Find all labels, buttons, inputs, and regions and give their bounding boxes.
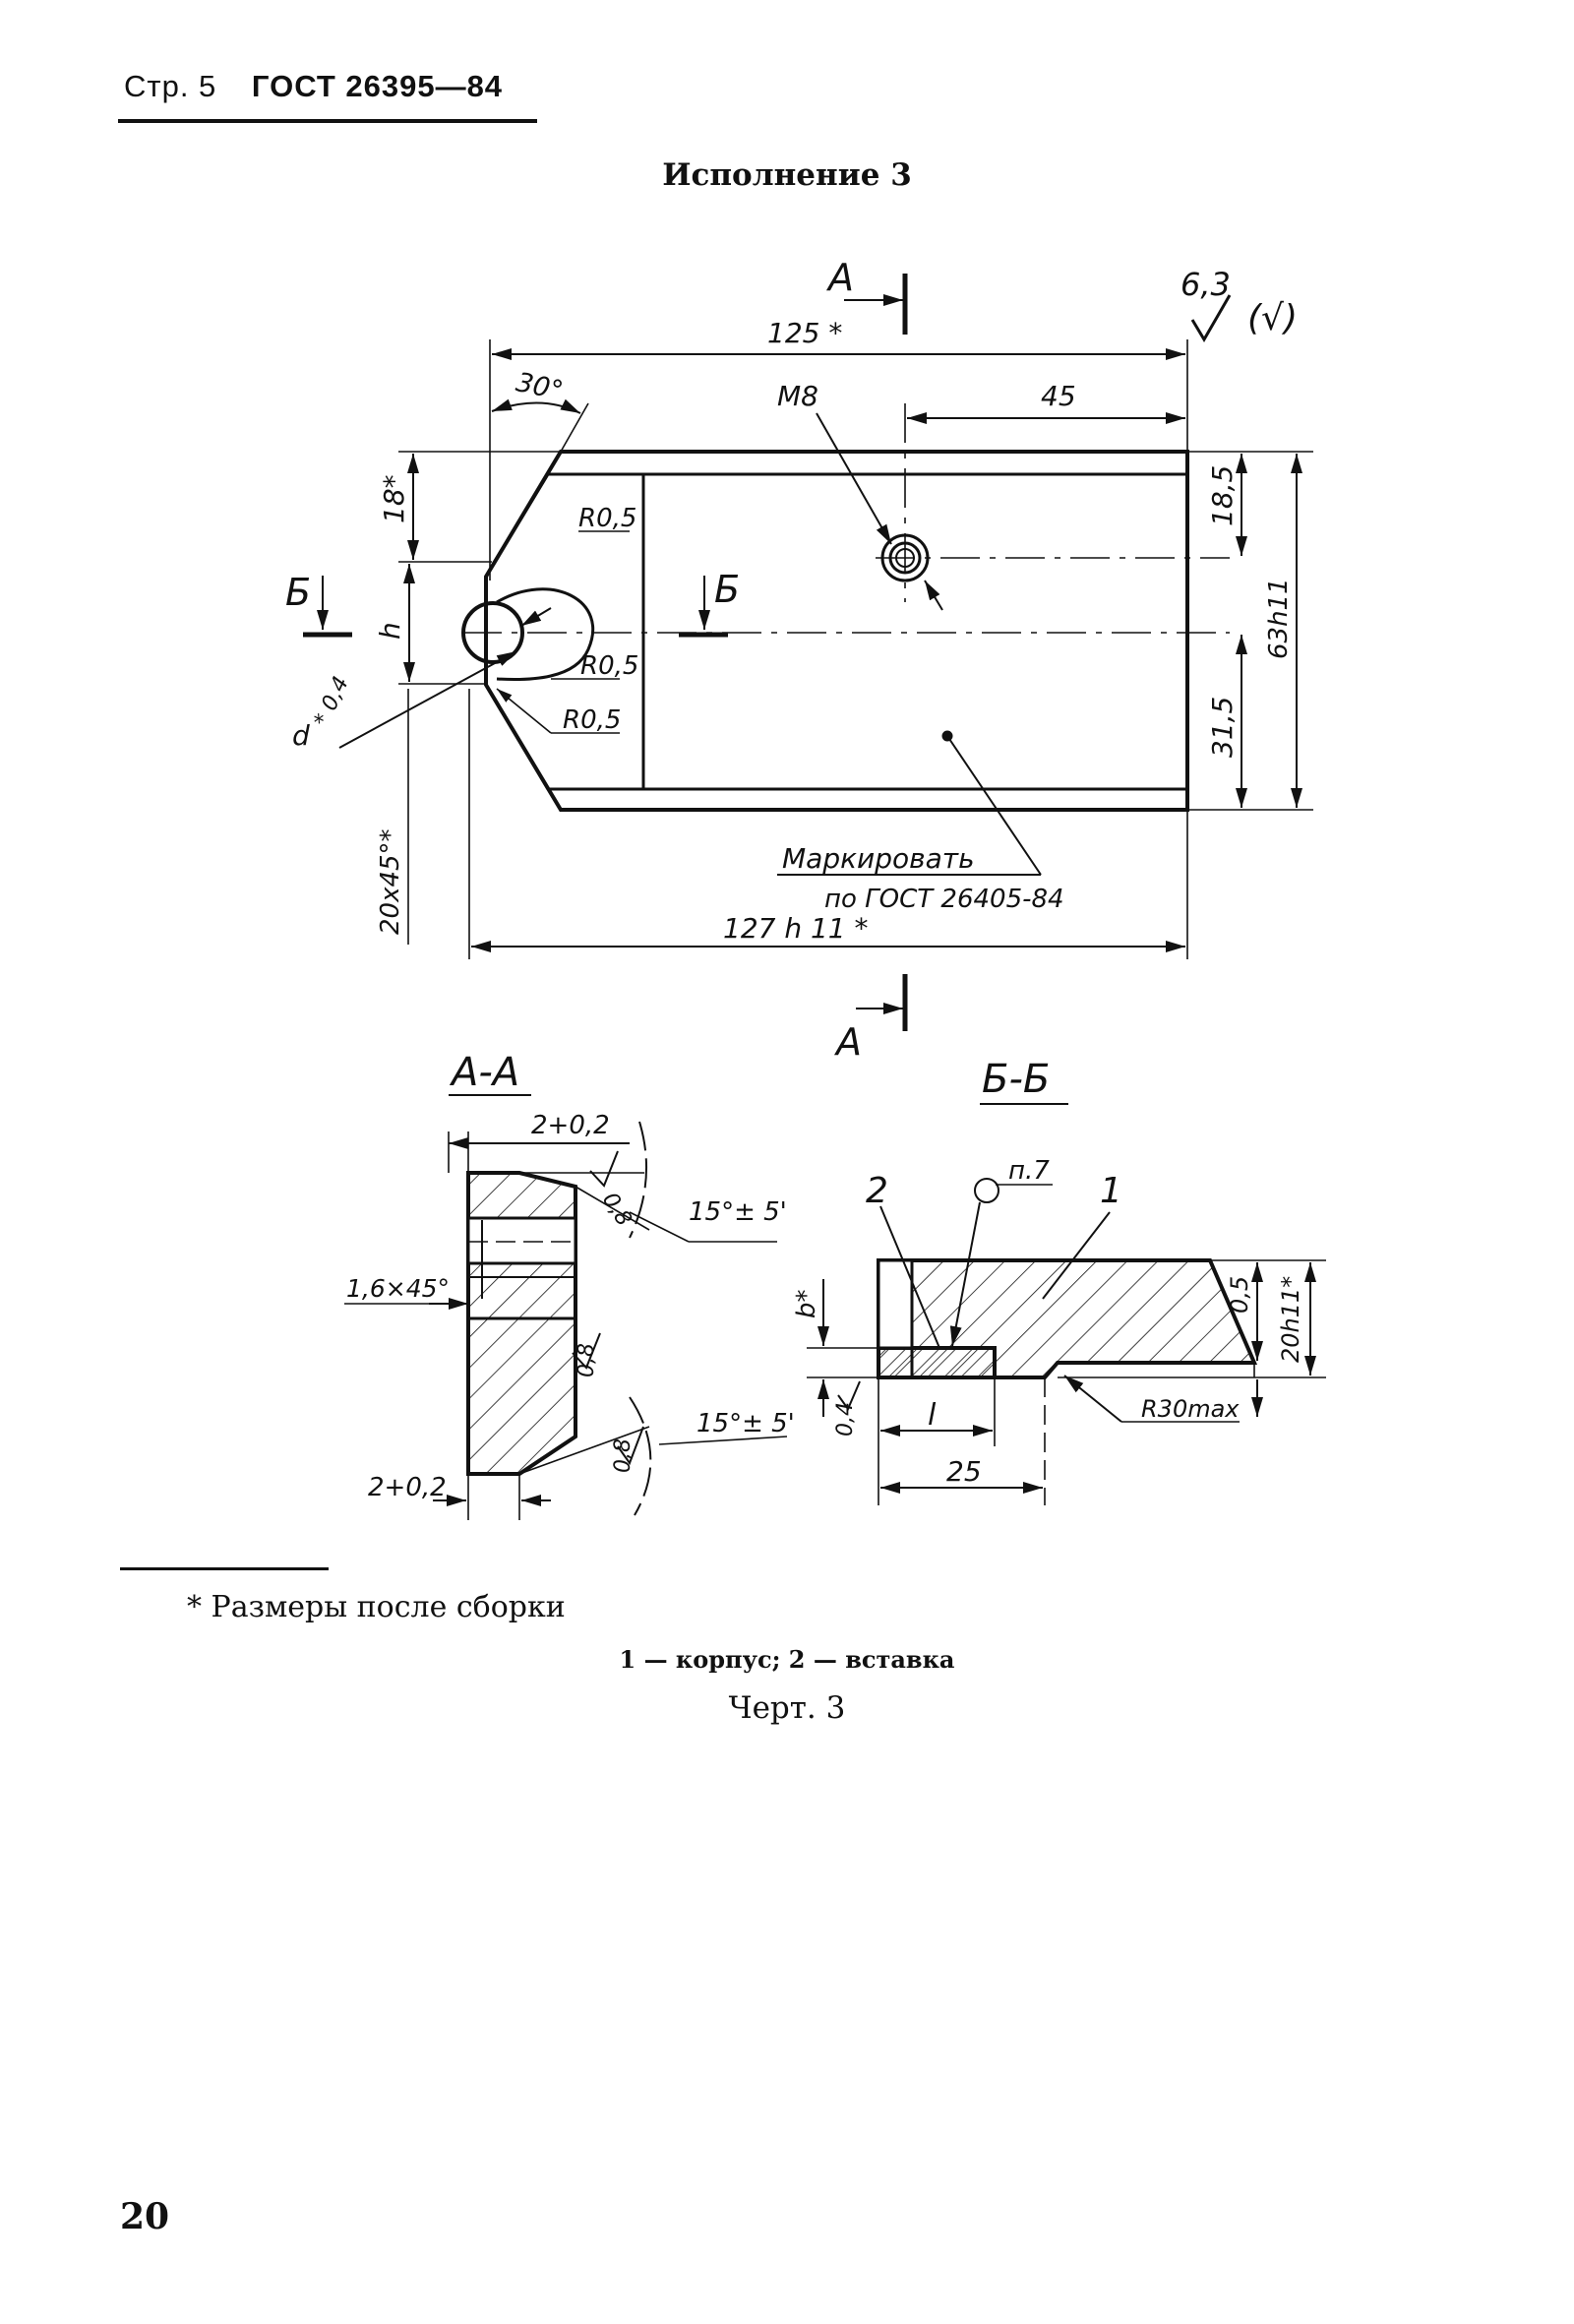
bb-part-2: 2 [866,1171,888,1211]
dim-18: 18* [378,474,410,523]
header-rule [118,119,537,123]
section-bb-view [807,1178,1326,1505]
page-header: Стр. 5 ГОСТ 26395—84 [124,69,503,104]
bb-dim-05: 0,5 [1226,1276,1253,1314]
section-a-label-bottom: А [833,1020,862,1064]
insert-2 [877,1346,997,1379]
dim-r05-a: R0,5 [578,504,636,533]
roughness-main: 6,3 [1180,266,1231,303]
aa-roughness-bottom: 0,8 [611,1438,636,1473]
dim-315: 31,5 [1206,697,1239,758]
bb-note-p7: п.7 [1008,1156,1050,1186]
page-number: 20 [120,2196,170,2237]
section-a-label-top: А [825,256,854,299]
section-b-label-right: Б [714,568,740,611]
variant-title: Исполнение 3 [662,157,912,193]
bb-dim-25: 25 [946,1455,982,1488]
aa-dim-top: 2+0,2 [531,1111,610,1140]
dim-63h11: 63h11 [1264,578,1294,659]
dim-125: 125 * [767,317,842,349]
marking-note-1: Маркировать [782,842,975,875]
aa-dim-bottom: 2+0,2 [368,1473,447,1502]
section-bb-title: Б-Б [982,1057,1050,1102]
aa-roughness-top: 0,8 [597,1189,636,1231]
bb-dim-20h11: 20h11* [1277,1276,1304,1363]
bb-dim-l: l [928,1398,937,1433]
footnote: * Размеры после сборки [187,1590,566,1624]
bb-dim-r30: R30max [1141,1395,1240,1423]
dim-127h11: 127 h 11 * [723,912,869,945]
drawing-caption: Черт. 3 [728,1690,846,1726]
footnote-rule [120,1567,329,1570]
section-aa-title: А-А [449,1050,519,1095]
page-ref: Стр. 5 [124,69,217,103]
roughness-rest: (√) [1247,298,1298,338]
aa-roughness-mid: 0,8 [575,1343,599,1377]
aa-chamfer: 1,6×45° [346,1274,450,1303]
standard-ref: ГОСТ 26395—84 [251,69,504,103]
dim-185: 18,5 [1206,465,1239,526]
bb-dim-b: b* [792,1289,821,1318]
dim-thread-m8: М8 [777,380,818,412]
bb-dim-04: 0,4 [833,1402,858,1437]
dim-d-roughness: * 0,4 [310,673,354,731]
relief-groove [496,587,595,682]
marking-note-2: по ГОСТ 26405-84 [824,885,1064,914]
bb-part-1: 1 [1100,1171,1122,1211]
dim-angle-30: 30° [514,367,566,406]
dim-chamfer: 20x45°* [376,828,405,935]
dim-h: h [374,622,406,640]
parts-legend: 1 — корпус; 2 — вставка [619,1645,955,1674]
section-aa-view [344,1121,788,1520]
aa-angle-bottom: 15°± 5' [696,1409,795,1438]
dim-r05-b: R0,5 [580,651,638,681]
dim-d: d [292,719,310,752]
section-b-label-left: Б [285,571,311,614]
dim-r05-c: R0,5 [563,705,621,735]
dim-45: 45 [1041,380,1076,412]
aa-angle-top: 15°± 5' [689,1197,787,1227]
main-view [303,274,1313,1031]
